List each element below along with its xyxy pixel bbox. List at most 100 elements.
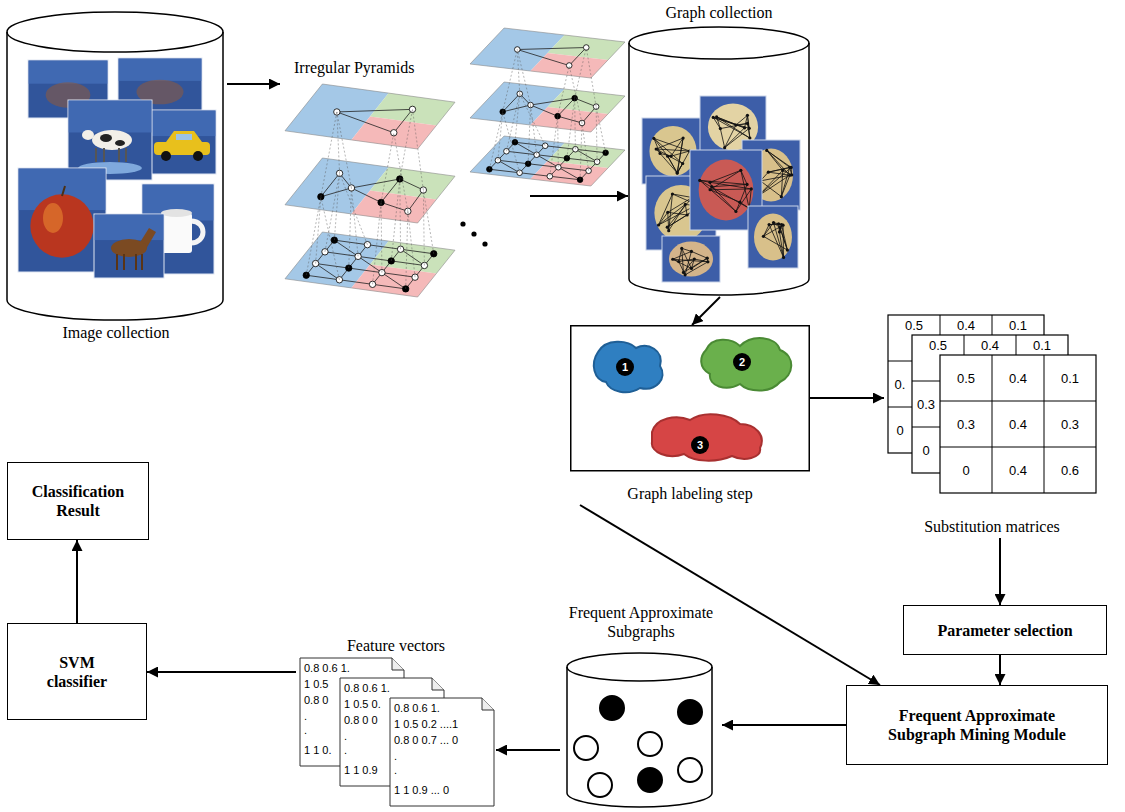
graph-vertex bbox=[397, 176, 403, 182]
graph-edge bbox=[760, 172, 768, 181]
level-link bbox=[580, 123, 582, 180]
matrix-cell: 0.6 bbox=[1044, 447, 1096, 493]
classifier-box: SVM classifier bbox=[7, 623, 147, 720]
matrix-cell: 0 bbox=[940, 447, 992, 493]
region-green bbox=[548, 89, 626, 114]
pyramid-level bbox=[470, 136, 625, 186]
graph-edge bbox=[713, 117, 750, 138]
graph-edge bbox=[758, 181, 760, 196]
graph-vertex bbox=[409, 106, 415, 112]
graph-edge bbox=[531, 105, 558, 116]
graph-edge bbox=[489, 169, 519, 173]
level-link bbox=[528, 105, 530, 164]
graph-edge bbox=[780, 225, 783, 228]
graph-edge bbox=[667, 215, 687, 227]
mug-body bbox=[161, 213, 192, 253]
level-link bbox=[381, 133, 394, 203]
graph-vertex bbox=[528, 102, 534, 108]
graph-edge bbox=[520, 173, 550, 177]
caption-label: Irregular Pyramids bbox=[294, 58, 414, 77]
photo-frame bbox=[94, 214, 164, 278]
level-outline bbox=[285, 158, 455, 223]
graph-edge bbox=[550, 167, 559, 176]
graph-vertex bbox=[378, 199, 384, 205]
graph-edge bbox=[381, 202, 408, 211]
graph-vertex bbox=[685, 213, 688, 216]
graph-edge bbox=[747, 115, 749, 128]
graph-edge bbox=[741, 170, 747, 184]
graph-vertex bbox=[790, 173, 793, 176]
graph-vertex bbox=[780, 195, 783, 198]
graph-edge bbox=[382, 273, 415, 278]
level-link bbox=[517, 50, 519, 94]
graph-edge bbox=[692, 197, 706, 200]
graph-edge bbox=[683, 258, 707, 272]
graph-edge bbox=[656, 149, 660, 153]
graph-vertex bbox=[676, 171, 679, 174]
graph-vertex bbox=[684, 273, 687, 276]
database-cylinder: Graph collection bbox=[628, 3, 810, 297]
vector-value: 0.8 0 bbox=[304, 694, 328, 707]
graph-edge bbox=[654, 138, 660, 153]
callout-number: 2 bbox=[733, 353, 751, 371]
graph-vertex bbox=[767, 171, 770, 174]
graph-edge bbox=[659, 194, 673, 225]
graph-edge bbox=[740, 184, 747, 202]
graph-vertex bbox=[762, 235, 765, 238]
graph-vertex bbox=[719, 127, 722, 130]
graph-edge bbox=[687, 200, 706, 215]
graph-vertex bbox=[677, 260, 680, 263]
graph-edge bbox=[673, 251, 692, 259]
graph-vertex bbox=[397, 246, 403, 252]
document-page bbox=[340, 678, 444, 786]
graph-edge bbox=[528, 155, 537, 164]
document-fold bbox=[482, 698, 494, 710]
graph-vertex bbox=[738, 201, 741, 204]
cow-patch bbox=[115, 140, 125, 146]
graph-vertex bbox=[690, 196, 693, 199]
mug-handle bbox=[191, 221, 203, 243]
graph-vertex bbox=[781, 224, 784, 227]
vector-value: 1 1 0.9 bbox=[344, 764, 378, 777]
cylinder-body bbox=[629, 43, 809, 295]
graph-edge bbox=[339, 268, 348, 280]
region-blue bbox=[470, 136, 565, 179]
caption-label: Frequent Approximate Subgraphs bbox=[560, 603, 722, 641]
graph-edge bbox=[700, 180, 749, 208]
graph-edge bbox=[520, 164, 529, 173]
graph-edge bbox=[720, 123, 747, 128]
photo bbox=[18, 168, 106, 272]
level-link bbox=[596, 107, 598, 162]
graph-edge bbox=[394, 109, 413, 132]
node-outline bbox=[570, 325, 810, 505]
matrix-line bbox=[964, 335, 965, 473]
graph-edge bbox=[710, 182, 751, 189]
vector-value: . bbox=[304, 710, 307, 723]
graph-edge bbox=[667, 197, 692, 227]
graph-edge bbox=[381, 179, 400, 202]
cylinder-top bbox=[7, 12, 223, 52]
photo bbox=[28, 60, 108, 118]
database-cylinder: Image collection bbox=[5, 8, 227, 344]
graph-edge bbox=[558, 98, 575, 116]
graph-edge bbox=[659, 200, 707, 225]
graph-edge bbox=[659, 212, 668, 225]
graph-edge bbox=[382, 273, 406, 289]
graph-edge bbox=[736, 189, 751, 212]
photo bbox=[68, 100, 152, 180]
graph-edge bbox=[710, 190, 740, 202]
graph-edge bbox=[677, 151, 689, 173]
graph-edge bbox=[660, 153, 677, 172]
cow-leg bbox=[95, 148, 97, 162]
level-link bbox=[316, 197, 321, 264]
matrix-border bbox=[912, 335, 1068, 473]
graph-edge bbox=[713, 117, 720, 128]
graph-vertex bbox=[583, 45, 589, 51]
graph-vertex bbox=[709, 188, 712, 191]
graph-vertex bbox=[525, 161, 531, 167]
graph-vertex bbox=[768, 223, 771, 226]
graph-edge bbox=[713, 117, 744, 127]
graph-vertex bbox=[331, 237, 337, 243]
graph-image bbox=[642, 118, 704, 184]
level-link bbox=[423, 190, 433, 254]
